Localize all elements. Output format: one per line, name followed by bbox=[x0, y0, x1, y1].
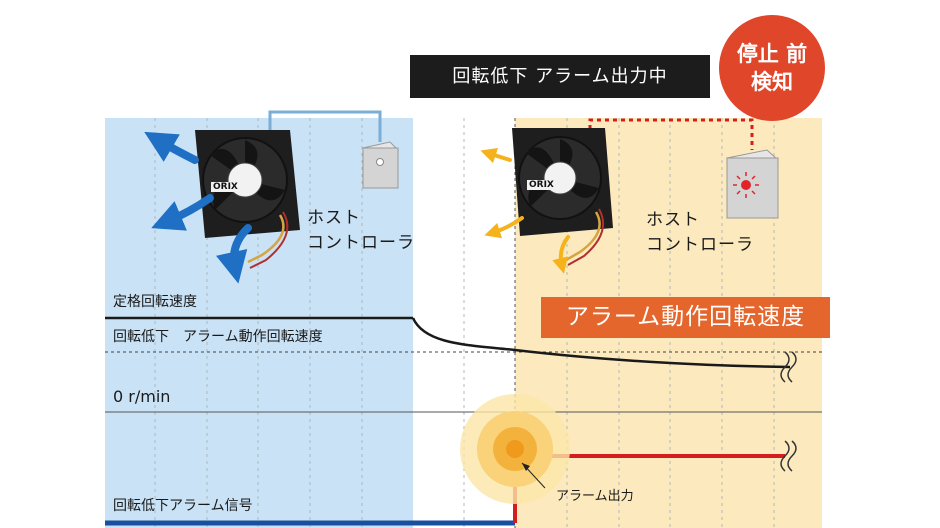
right-airflow-arrows bbox=[480, 147, 570, 274]
alarm-output-label: アラーム出力 bbox=[556, 489, 634, 504]
alarm-status-banner: 回転低下 アラーム出力中 bbox=[410, 55, 710, 98]
left-controller-box bbox=[362, 141, 399, 189]
alarm-glow bbox=[460, 394, 570, 504]
right-controller-label-2: コントローラ bbox=[646, 235, 754, 255]
alarm-speed-label: 回転低下 アラーム動作回転速度 bbox=[113, 329, 323, 345]
left-signal-wire bbox=[268, 110, 382, 145]
speed-break-mark bbox=[780, 351, 797, 383]
left-airflow-arrows bbox=[144, 131, 252, 284]
right-controller-label-1: ホスト bbox=[646, 210, 700, 230]
right-fan bbox=[512, 128, 613, 266]
left-fan bbox=[195, 130, 300, 269]
rated-speed-label: 定格回転速度 bbox=[113, 294, 197, 310]
badge-line-1: 停止 前 bbox=[736, 42, 808, 66]
left-fan-brand: ORIX bbox=[211, 182, 240, 192]
right-fan-brand: ORIX bbox=[527, 180, 556, 190]
signal-break-mark bbox=[780, 440, 797, 472]
alarm-speed-callout: アラーム動作回転速度 bbox=[541, 297, 830, 338]
speed-curve bbox=[411, 317, 791, 369]
alarm-signal-label: 回転低下アラーム信号 bbox=[113, 498, 253, 514]
pre-stop-detection-badge: 停止 前 検知 bbox=[719, 15, 825, 121]
zero-speed-label: 0 r/min bbox=[113, 387, 171, 406]
badge-line-2: 検知 bbox=[751, 70, 793, 94]
left-controller-label-2: コントローラ bbox=[307, 233, 415, 253]
left-controller-label-1: ホスト bbox=[307, 208, 361, 228]
right-signal-wire bbox=[588, 118, 754, 150]
right-controller-box bbox=[725, 149, 780, 219]
